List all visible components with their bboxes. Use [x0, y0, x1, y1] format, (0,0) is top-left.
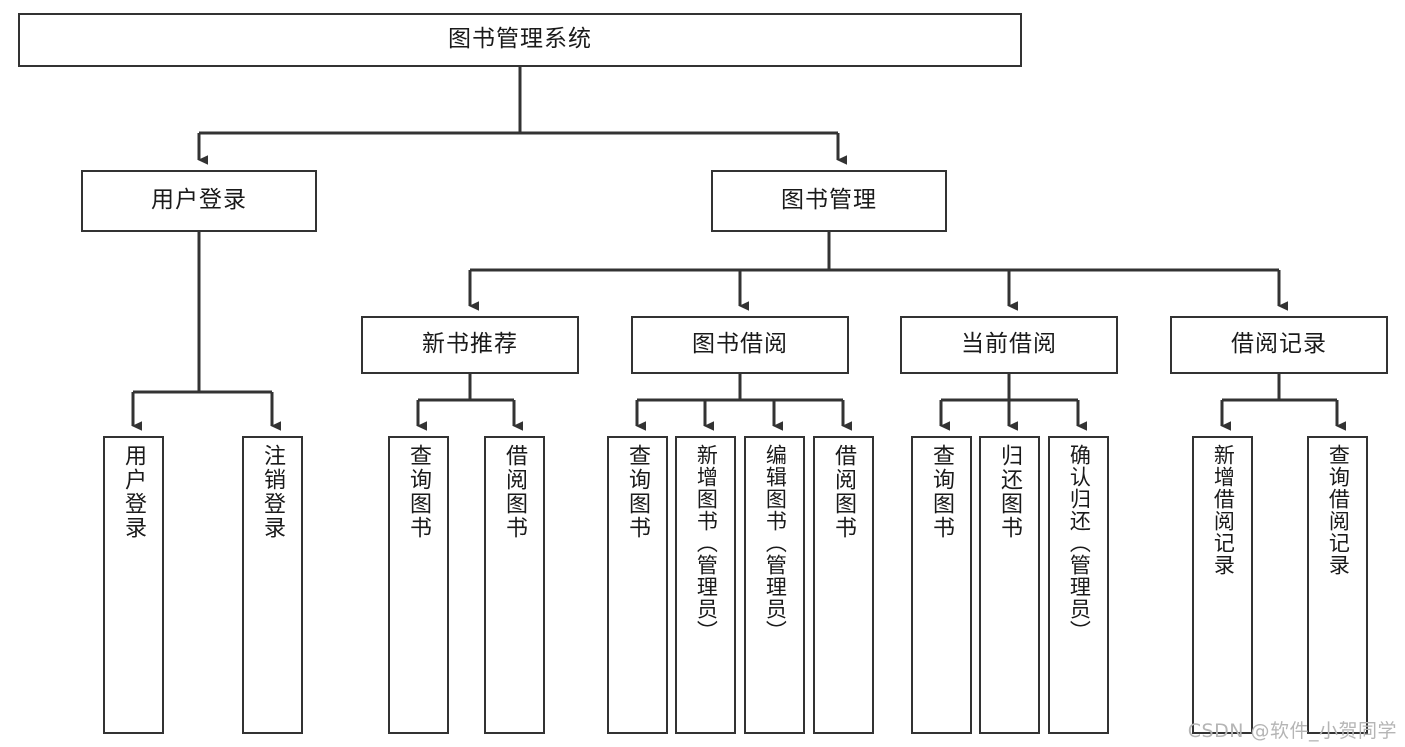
leaf-label: 归还图书	[997, 444, 1023, 540]
leaf-new-book-query[interactable]: 查询图书	[388, 436, 449, 734]
node-label: 用户登录	[151, 187, 247, 214]
node-borrow-record[interactable]: 借阅记录	[1170, 316, 1388, 374]
leaf-borrow-record-add[interactable]: 新增借阅记录	[1192, 436, 1253, 734]
node-label: 图书借阅	[692, 331, 788, 358]
leaf-user-login-logout[interactable]: 注销登录	[242, 436, 303, 734]
leaf-user-login-login[interactable]: 用户登录	[103, 436, 164, 734]
leaf-label: 确认归还（管理员）	[1067, 444, 1092, 642]
leaf-label: 查询图书	[625, 444, 651, 540]
node-label: 新书推荐	[422, 331, 518, 358]
node-label: 借阅记录	[1231, 331, 1327, 358]
leaf-book-borrow-query[interactable]: 查询图书	[607, 436, 668, 734]
leaf-book-borrow-borrow[interactable]: 借阅图书	[813, 436, 874, 734]
node-label: 图书管理	[781, 187, 877, 214]
leaf-borrow-record-query[interactable]: 查询借阅记录	[1307, 436, 1368, 734]
leaf-label: 用户登录	[121, 444, 147, 540]
leaf-label: 查询借阅记录	[1326, 444, 1351, 576]
node-label: 图书管理系统	[448, 26, 592, 53]
leaf-label: 查询图书	[929, 444, 955, 540]
node-label: 当前借阅	[961, 331, 1057, 358]
leaf-label: 借阅图书	[502, 444, 528, 540]
node-new-book-recommend[interactable]: 新书推荐	[361, 316, 579, 374]
node-book-borrow[interactable]: 图书借阅	[631, 316, 849, 374]
leaf-new-book-borrow[interactable]: 借阅图书	[484, 436, 545, 734]
leaf-book-borrow-add[interactable]: 新增图书（管理员）	[675, 436, 736, 734]
node-book-management[interactable]: 图书管理	[711, 170, 947, 232]
leaf-label: 新增借阅记录	[1211, 444, 1236, 576]
leaf-label: 注销登录	[260, 444, 286, 540]
node-current-borrow[interactable]: 当前借阅	[900, 316, 1118, 374]
leaf-label: 新增图书（管理员）	[694, 444, 719, 642]
leaf-label: 编辑图书（管理员）	[763, 444, 788, 642]
leaf-current-borrow-confirm-return[interactable]: 确认归还（管理员）	[1048, 436, 1109, 734]
leaf-current-borrow-return[interactable]: 归还图书	[979, 436, 1040, 734]
leaf-label: 借阅图书	[831, 444, 857, 540]
node-user-login[interactable]: 用户登录	[81, 170, 317, 232]
csdn-watermark: CSDN @软件_小贺同学	[1187, 720, 1397, 742]
leaf-current-borrow-query[interactable]: 查询图书	[911, 436, 972, 734]
leaf-label: 查询图书	[406, 444, 432, 540]
leaf-book-borrow-edit[interactable]: 编辑图书（管理员）	[744, 436, 805, 734]
node-root-book-management-system[interactable]: 图书管理系统	[18, 13, 1022, 67]
